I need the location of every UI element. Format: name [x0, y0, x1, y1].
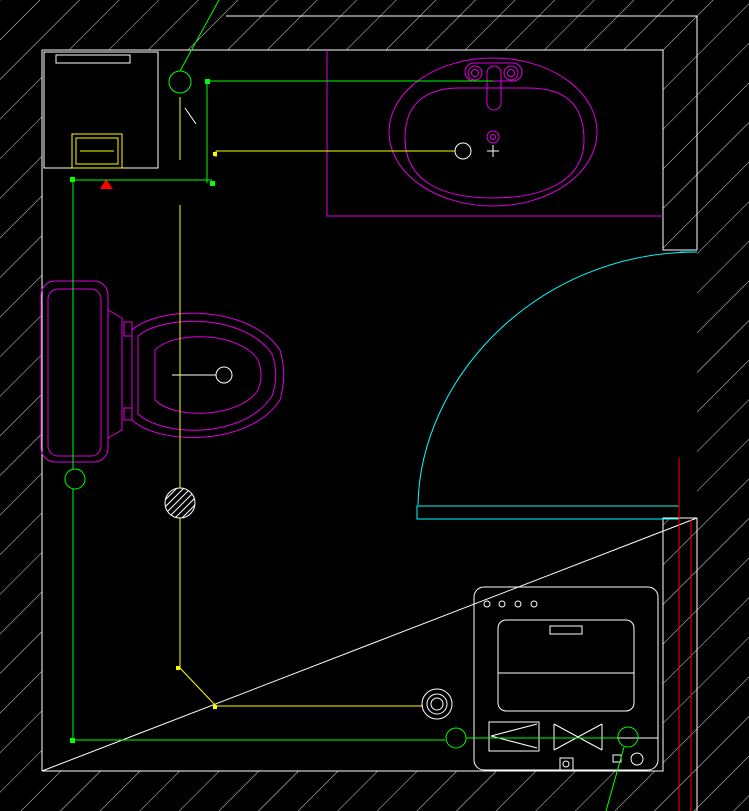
- heater-vent-line: [184, 107, 197, 125]
- floor-drain-hatched: [164, 487, 196, 519]
- toilet: [40, 280, 285, 463]
- section-marker-icon: [100, 179, 113, 189]
- washbasin: [388, 57, 598, 207]
- water-heater-cabinet: [43, 51, 159, 169]
- pipe-nodes: [70, 79, 215, 743]
- water-supply-pipes: [64, 0, 639, 811]
- vanity-counter: [326, 50, 663, 217]
- floor-drains: [164, 142, 472, 720]
- red-reference-line: [678, 458, 692, 811]
- wall-outline: [41, 15, 698, 811]
- toilet-drain: [172, 366, 233, 384]
- washing-machine: [473, 586, 659, 771]
- drain-pipe-ticks: [176, 152, 217, 709]
- drain-pipes: [179, 97, 455, 707]
- shower-enclosure: [416, 251, 698, 520]
- basin-drain-cross: [487, 145, 499, 157]
- washer-drain: [421, 688, 453, 720]
